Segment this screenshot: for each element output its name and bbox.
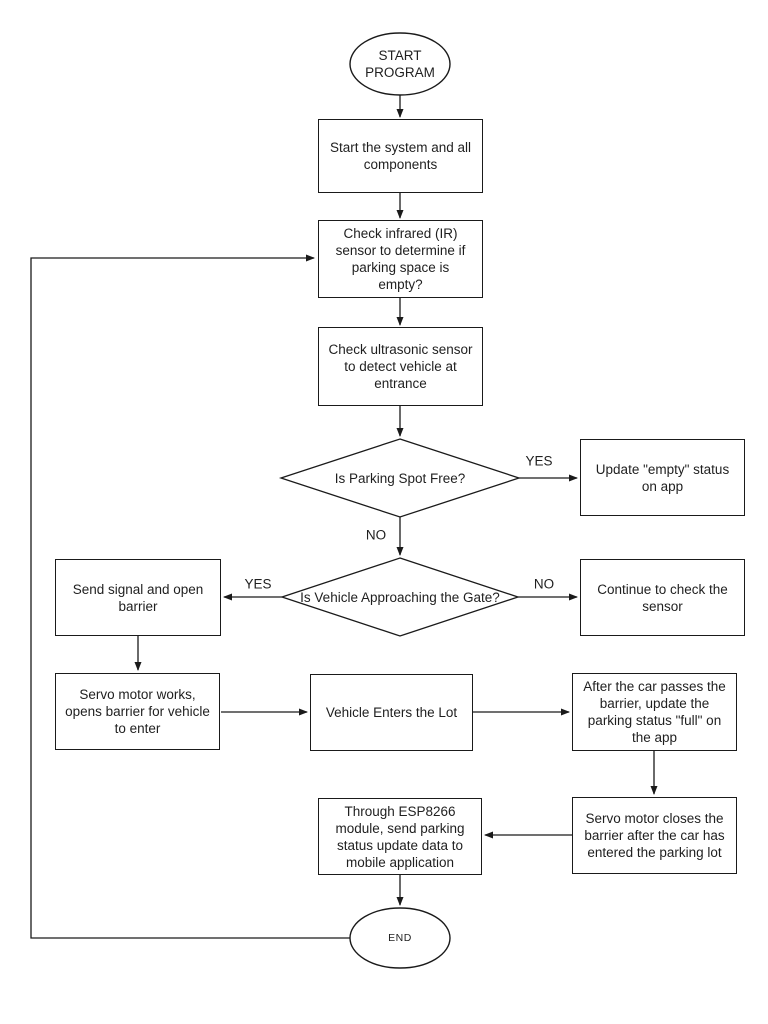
flow-node-label: Send signal and open barrier bbox=[72, 581, 204, 614]
flow-node-is-spot-free: Is Parking Spot Free? bbox=[300, 462, 500, 494]
flow-node-label: Servo motor closes the barrier after the… bbox=[584, 811, 725, 860]
flow-node-end: END bbox=[350, 924, 450, 952]
flow-node-continue-check: Continue to check the sensor bbox=[580, 559, 745, 636]
flow-node-is-vehicle-approaching: Is Vehicle Approaching the Gate? bbox=[288, 581, 512, 613]
edge-label-spot-free-yes: YES bbox=[523, 453, 555, 469]
flow-node-update-empty: Update "empty" status on app bbox=[580, 439, 745, 516]
flow-node-start: START PROGRAM bbox=[342, 38, 458, 90]
end-ellipse bbox=[349, 907, 451, 969]
edge-label-approaching-no: NO bbox=[531, 576, 557, 592]
flow-node-label: Is Parking Spot Free? bbox=[334, 470, 466, 486]
flow-node-update-full: After the car passes the barrier, update… bbox=[572, 673, 737, 751]
start-ellipse bbox=[349, 32, 451, 96]
edge-label-approaching-yes: YES bbox=[242, 576, 274, 592]
flow-node-servo-opens: Servo motor works, opens barrier for veh… bbox=[55, 673, 220, 750]
connector-lines bbox=[30, 95, 658, 939]
flow-node-check-ultrasonic: Check ultrasonic sensor to detect vehicl… bbox=[318, 327, 483, 406]
flow-node-servo-closes: Servo motor closes the barrier after the… bbox=[572, 797, 737, 874]
flow-node-esp-send: Through ESP8266 module, send parking sta… bbox=[318, 798, 482, 875]
flow-node-label: Vehicle Enters the Lot bbox=[325, 705, 458, 720]
flow-node-label: Check ultrasonic sensor to detect vehicl… bbox=[328, 342, 473, 391]
flow-node-start-system: Start the system and all components bbox=[318, 119, 483, 193]
flow-node-label: Through ESP8266 module, send parking sta… bbox=[335, 803, 465, 870]
flow-node-label: After the car passes the barrier, update… bbox=[583, 679, 726, 745]
flow-node-vehicle-enters: Vehicle Enters the Lot bbox=[310, 674, 473, 751]
edge-label-spot-free-no: NO bbox=[363, 527, 389, 543]
flow-node-send-signal: Send signal and open barrier bbox=[55, 559, 221, 636]
flow-node-check-ir: Check infrared (IR) sensor to determine … bbox=[318, 220, 483, 298]
flow-node-label: Update "empty" status on app bbox=[595, 461, 730, 494]
flow-node-label: Continue to check the sensor bbox=[597, 581, 728, 614]
flow-node-label: END bbox=[388, 931, 412, 944]
flow-node-label: Check infrared (IR) sensor to determine … bbox=[335, 226, 466, 292]
decision-diamond-spot-free bbox=[278, 438, 522, 518]
flow-node-label: Is Vehicle Approaching the Gate? bbox=[300, 589, 500, 605]
flow-node-label: START PROGRAM bbox=[365, 48, 435, 80]
decision-diamond-vehicle-approaching bbox=[279, 557, 521, 637]
flow-node-label: Servo motor works, opens barrier for veh… bbox=[65, 687, 210, 736]
flow-node-label: Start the system and all components bbox=[329, 140, 472, 172]
